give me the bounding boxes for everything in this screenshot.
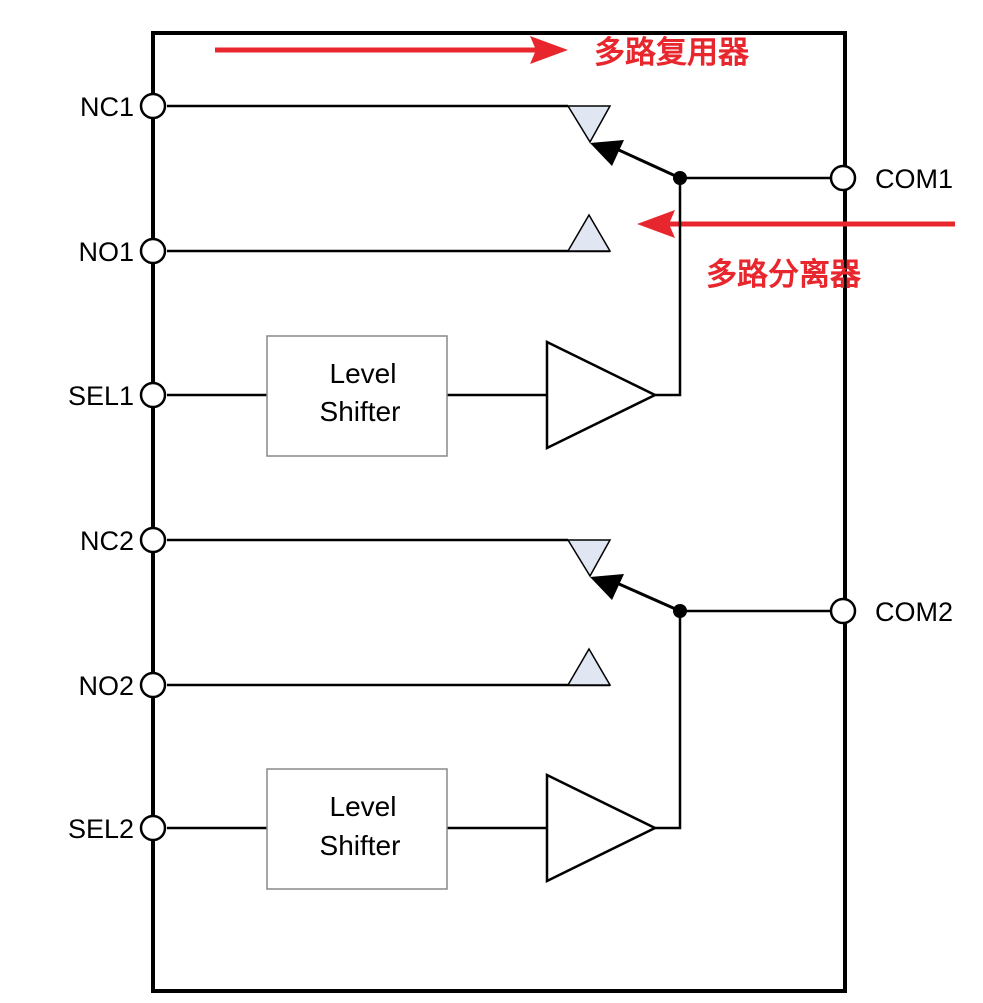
switch2-arm — [609, 578, 681, 613]
pin-no2 — [139, 671, 167, 699]
nc2-contact — [566, 539, 612, 578]
demux-label: 多路分离器 — [706, 257, 862, 293]
pin-no1-label: NO1 — [78, 237, 134, 267]
pin-sel2 — [139, 814, 167, 842]
pin-nc2-label: NC2 — [80, 526, 134, 556]
level-shifter-1-label: Level — [330, 358, 397, 389]
nc1-contact — [566, 105, 612, 144]
switch2-arrowhead — [590, 574, 624, 600]
chip-outline — [151, 31, 847, 993]
pin-no2-label: NO2 — [78, 671, 134, 701]
pin-com1-label: COM1 — [875, 164, 953, 194]
no1-contact — [566, 213, 612, 252]
pin-com1 — [829, 164, 857, 192]
pin-com2-label: COM2 — [875, 597, 953, 627]
level-shifter-2 — [266, 768, 448, 890]
mux-label: 多路复用器 — [594, 35, 750, 71]
switch1-arrowhead — [590, 140, 624, 166]
pin-com2 — [829, 597, 857, 625]
pin-nc2 — [139, 526, 167, 554]
pin-no1 — [139, 237, 167, 265]
pin-sel1 — [139, 381, 167, 409]
demux-arrow — [637, 210, 955, 238]
level-shifter-1-label: Shifter — [320, 396, 401, 427]
pin-nc1-label: NC1 — [80, 92, 134, 122]
mux-arrow — [215, 36, 568, 64]
buffer-2 — [545, 772, 658, 884]
no2-contact — [566, 647, 612, 686]
junction-dot — [673, 171, 687, 185]
pin-nc1 — [139, 92, 167, 120]
switch1-arm — [609, 144, 681, 180]
pin-sel2-label: SEL2 — [68, 814, 134, 844]
level-shifter-1 — [266, 335, 448, 457]
buffer-1 — [545, 339, 658, 451]
junction-dot — [673, 604, 687, 618]
level-shifter-2-label: Shifter — [320, 830, 401, 861]
pin-sel1-label: SEL1 — [68, 381, 134, 411]
level-shifter-2-label: Level — [330, 791, 397, 822]
